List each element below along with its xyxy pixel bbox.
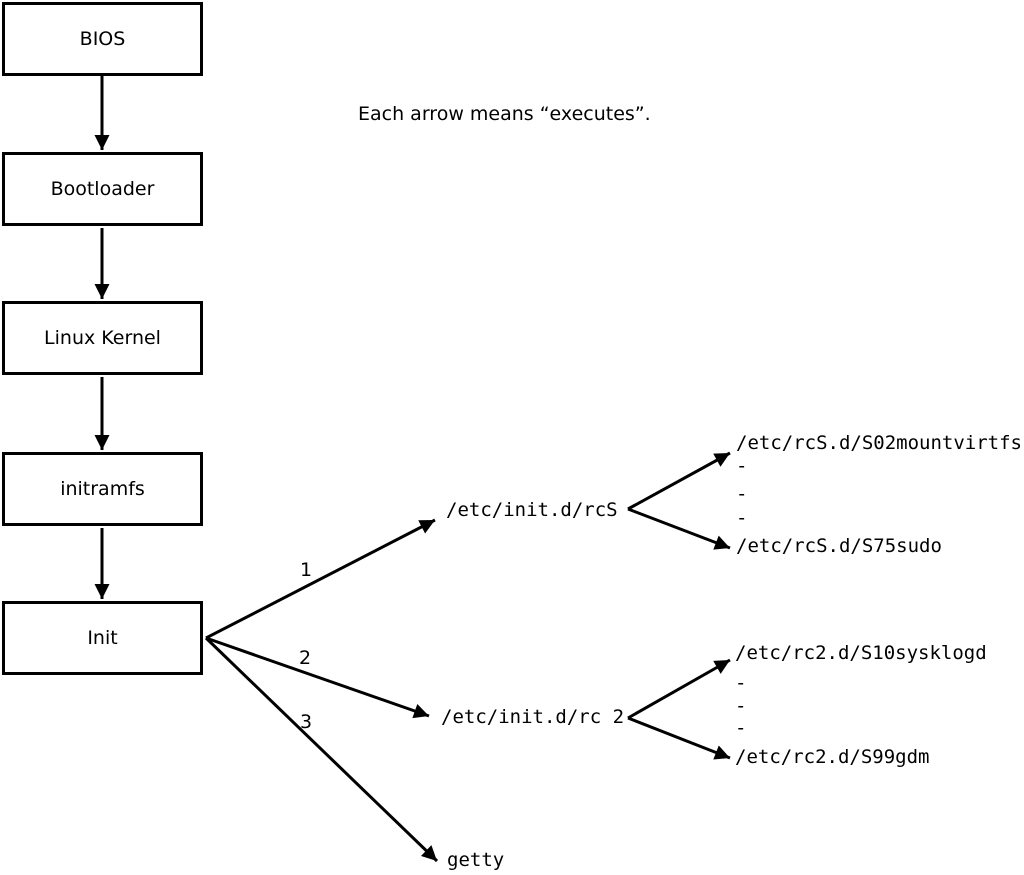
label-getty: getty xyxy=(447,849,505,871)
ellipsis-dash: - xyxy=(736,455,748,477)
node-initramfs: initramfs xyxy=(2,452,203,526)
ellipsis-dash: - xyxy=(736,507,748,529)
node-linux-kernel-label: Linux Kernel xyxy=(44,327,161,349)
node-initramfs-label: initramfs xyxy=(60,478,145,500)
label-rc2-first-script: /etc/rc2.d/S10sysklogd xyxy=(735,642,987,664)
branch-number-3: 3 xyxy=(299,711,313,733)
ellipsis-dash: - xyxy=(736,483,748,505)
node-bios-label: BIOS xyxy=(79,28,126,50)
branch-number-1: 1 xyxy=(299,559,313,581)
label-rcS-last-script: /etc/rcS.d/S75sudo xyxy=(736,535,942,557)
label-rcS: /etc/init.d/rcS xyxy=(446,499,618,521)
arrow-rc2-to-last-script xyxy=(627,716,731,760)
node-linux-kernel: Linux Kernel xyxy=(2,301,203,375)
caption: Each arrow means “executes”. xyxy=(358,103,651,125)
arrow-rcS-to-last-script xyxy=(627,507,731,550)
arrow-rc2-to-first-script xyxy=(627,658,731,720)
node-bootloader: Bootloader xyxy=(2,152,203,226)
ellipsis-dash: - xyxy=(735,672,747,694)
node-bios: BIOS xyxy=(2,2,203,76)
label-rc2-last-script: /etc/rc2.d/S99gdm xyxy=(735,746,930,768)
arrow-init-to-getty xyxy=(204,636,439,863)
ellipsis-dash: - xyxy=(735,695,747,717)
label-rc2: /etc/init.d/rc 2 xyxy=(441,706,625,728)
arrow-rcS-to-first-script xyxy=(627,451,731,511)
arrow-init-to-rc2 xyxy=(205,636,430,719)
node-bootloader-label: Bootloader xyxy=(50,178,155,200)
arrow-init-to-rcS xyxy=(205,518,436,640)
node-init-label: Init xyxy=(87,627,118,649)
label-rcS-first-script: /etc/rcS.d/S02mountvirtfs xyxy=(736,432,1022,454)
ellipsis-dash: - xyxy=(735,717,747,739)
branch-number-2: 2 xyxy=(298,647,312,669)
node-init: Init xyxy=(2,601,203,675)
